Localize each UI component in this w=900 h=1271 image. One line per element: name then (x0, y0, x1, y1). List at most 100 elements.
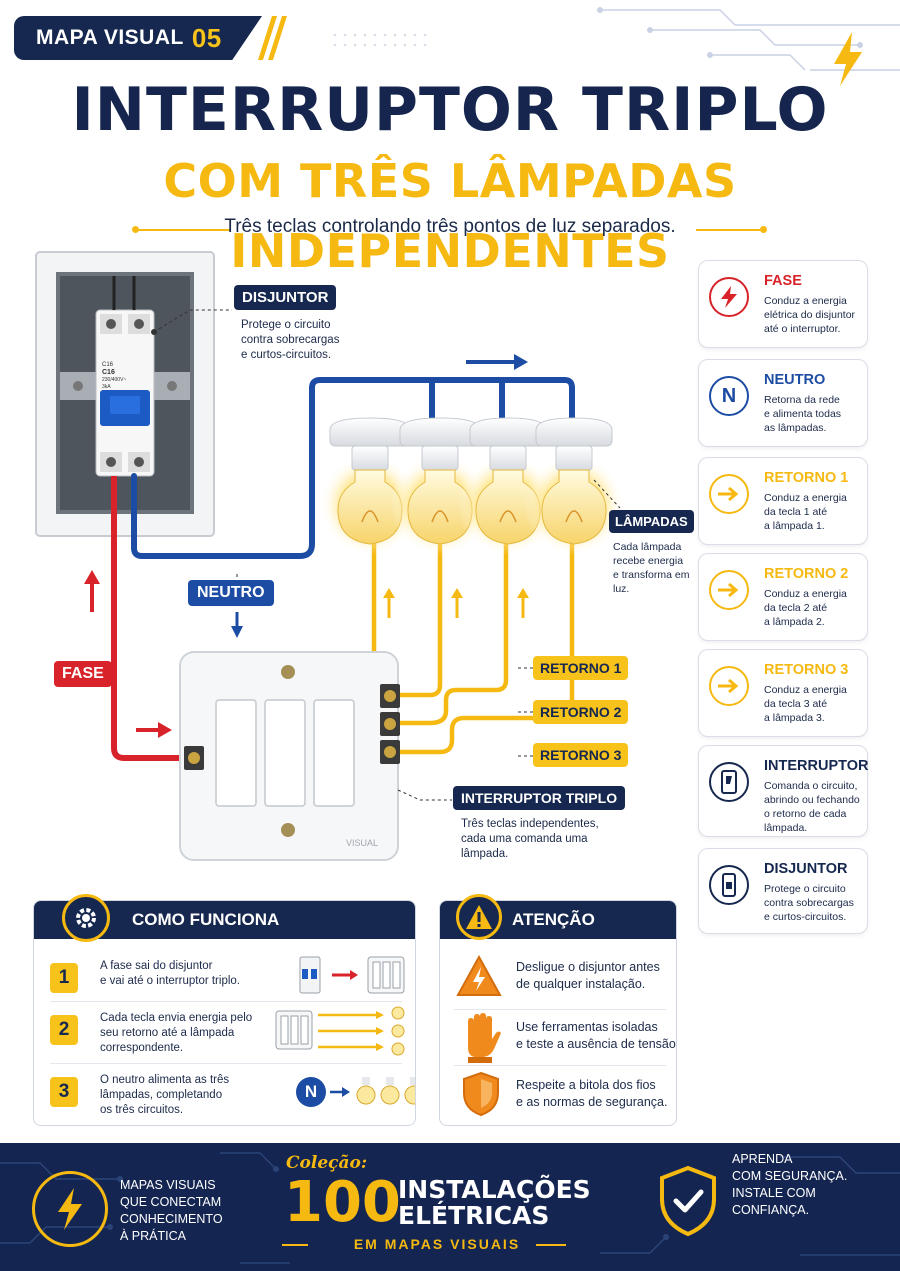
neutro-label: NEUTRO (188, 580, 274, 606)
legend-title: DISJUNTOR (764, 861, 848, 877)
disjuntor-label: DISJUNTOR (234, 285, 337, 310)
triple-switch-plate: VISUAL (179, 651, 400, 861)
gear-icon (62, 894, 110, 942)
legend-title: RETORNO 2 (764, 566, 849, 582)
breaker-icon (709, 865, 749, 905)
shield-check-icon (660, 1165, 716, 1237)
legend-card-interruptor: INTERRUPTOR Comanda o circuito,abrindo o… (698, 745, 868, 837)
badge-slashes (258, 16, 287, 60)
main-title: INTERRUPTOR TRIPLO (71, 75, 829, 145)
warning-header-icon (456, 894, 502, 940)
lightning-icon (834, 32, 862, 86)
footer-circuit-decoration (0, 1152, 900, 1264)
lamp-4 (524, 417, 624, 555)
sub-line-right (536, 1244, 566, 1246)
warning-triangle-icon (456, 955, 502, 996)
subtitle-dot-right (760, 226, 767, 233)
lightning-icon (32, 1171, 108, 1247)
retorno-1-label: RETORNO 1 (533, 656, 629, 680)
retorno-3-label: RETORNO 3 (533, 743, 629, 767)
interruptor-triplo-label: INTERRUPTOR TRIPLO (453, 786, 626, 810)
switch-icon (709, 762, 749, 802)
step-number: 1 (50, 963, 78, 993)
subtitle-dot-left (132, 226, 139, 233)
divider (454, 1065, 666, 1066)
step-1-illustration (299, 956, 405, 994)
legend-title: INTERRUPTOR (764, 758, 869, 774)
legend-title: NEUTRO (764, 372, 826, 388)
breaker-text-1: C16 (102, 362, 114, 368)
collection-line-2: ELÉTRICAS (398, 1201, 550, 1230)
breaker-text-2: C16 (102, 369, 115, 376)
arrow-icon (709, 570, 749, 610)
collection-sub: EM MAPAS VISUAIS (353, 1236, 521, 1252)
wiring-diagram: C16 C16 230/400V~ 3kA (35, 251, 624, 861)
circuit-decoration-top-right (597, 7, 900, 86)
collection-number: 100 (284, 1170, 401, 1235)
subtitle-line-left (138, 229, 230, 231)
step-2-illustration (275, 1006, 405, 1056)
legend-title: RETORNO 3 (764, 662, 849, 678)
badge-number: 05 (191, 22, 222, 53)
n-icon: N (296, 1077, 326, 1107)
breaker-text-4: 3kA (102, 384, 111, 390)
legend-title: RETORNO 1 (764, 470, 849, 486)
step-number: 2 (50, 1015, 78, 1045)
breaker-box: C16 C16 230/400V~ 3kA (35, 251, 215, 537)
colecao-label: Coleção: (286, 1153, 368, 1173)
map-badge: MAPA VISUAL 05 (14, 16, 262, 60)
lampadas-desc: Cada lâmpada recebe energia e transforma… (613, 541, 690, 595)
legend-title: FASE (764, 273, 802, 289)
divider (50, 1063, 402, 1064)
shield-icon (463, 1071, 499, 1117)
arrow-icon (709, 666, 749, 706)
badge-label: MAPA VISUAL (36, 26, 184, 49)
dot-grid-decoration (333, 33, 427, 47)
step-number: 3 (50, 1077, 78, 1107)
disjuntor-desc: Protege o circuito contra sobrecargas e … (241, 319, 340, 361)
main-subtitle-title: COM TRÊS LÂMPADAS INDEPENDENTES (163, 154, 737, 278)
sub-line-left (282, 1244, 308, 1246)
subtitle: Três teclas controlando três pontos de l… (224, 216, 676, 237)
breaker-text-3: 230/400V~ (102, 377, 126, 383)
switch-brand: VISUAL (346, 838, 378, 848)
interruptor-triplo-desc: Três teclas independentes, cada uma coma… (461, 818, 599, 860)
n-icon: N (709, 376, 749, 416)
glove-icon (468, 1013, 501, 1063)
collection-line-1: INSTALAÇÕES (398, 1175, 591, 1204)
subtitle-line-right (696, 229, 760, 231)
arrow-icon (709, 474, 749, 514)
step-3-illustration (330, 1077, 415, 1105)
fase-label: FASE (54, 661, 112, 687)
lampadas-label: LÂMPADAS (609, 510, 694, 533)
divider (50, 1001, 402, 1002)
divider (454, 1009, 666, 1010)
